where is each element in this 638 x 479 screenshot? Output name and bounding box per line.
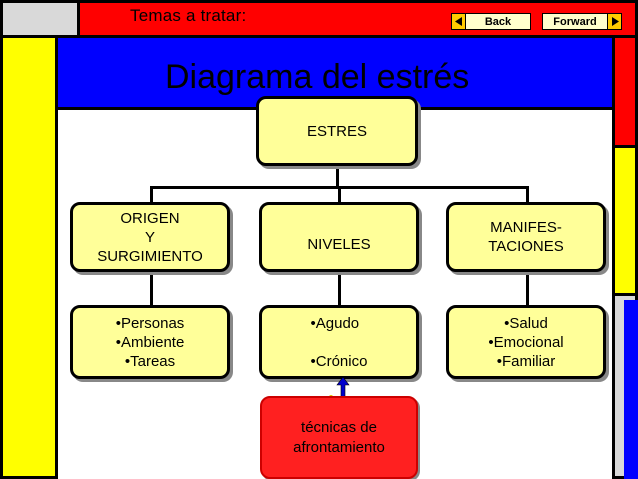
detail-item: •Familiar: [496, 352, 556, 370]
frame-right-blue-strip: [624, 300, 638, 479]
detail-item: •Ambiente: [115, 333, 185, 351]
connector-col3-level2: [526, 272, 529, 307]
connector-root-down: [336, 166, 339, 188]
topics-label: Temas a tratar:: [130, 6, 247, 25]
detail-item: •Crónico: [310, 352, 368, 370]
detail-item: •Tareas: [124, 352, 176, 370]
connector-col2-level2: [338, 272, 341, 307]
frame-corner-grey: [0, 0, 80, 38]
triangle-right-icon: [607, 14, 621, 29]
back-button-label: Back: [484, 15, 512, 28]
node-tecnicas-afrontamiento: técnicas de afrontamiento: [260, 396, 418, 479]
node-manifestaciones-line: MANIFES-: [490, 219, 562, 236]
node-estres: ESTRES: [256, 96, 418, 166]
connector-col1-level2: [150, 272, 153, 307]
detail-item: •Salud: [504, 314, 548, 332]
node-niveles-details: •Agudo •Crónico: [259, 305, 419, 379]
detail-item: •Emocional: [488, 333, 564, 351]
node-origen-line: ORIGEN: [120, 209, 180, 227]
back-button[interactable]: Back: [451, 13, 531, 30]
node-origen-line: SURGIMIENTO: [97, 247, 203, 265]
node-manifestaciones-line: TACIONES: [488, 238, 564, 255]
connector-col3-down: [526, 186, 529, 204]
node-origen-details: •Personas •Ambiente •Tareas: [70, 305, 230, 379]
node-origen: ORIGEN Y SURGIMIENTO: [70, 202, 230, 272]
slide-title: Diagrama del estrés: [165, 58, 470, 96]
node-manifestaciones: MANIFES- TACIONES: [446, 202, 606, 272]
connector-col2-down: [338, 186, 341, 204]
frame-right-red-block: [612, 38, 638, 148]
detail-item: •Agudo: [310, 314, 360, 332]
frame-right-yellow-block: [612, 148, 638, 296]
node-manifestaciones-details: •Salud •Emocional •Familiar: [446, 305, 606, 379]
detail-item: •Personas: [115, 314, 185, 332]
connector-col1-down: [150, 186, 153, 204]
triangle-left-icon: [452, 14, 466, 29]
tecnicas-line: afrontamiento: [293, 438, 385, 456]
node-origen-line: Y: [144, 228, 155, 246]
tecnicas-line: técnicas de: [301, 418, 377, 436]
frame-left-yellow-bar: [0, 38, 58, 479]
node-estres-label: ESTRES: [306, 122, 367, 140]
node-niveles: NIVELES: [259, 202, 419, 272]
node-niveles-label: NIVELES: [307, 235, 371, 253]
forward-button-label: Forward: [553, 15, 597, 28]
forward-button[interactable]: Forward: [542, 13, 622, 30]
